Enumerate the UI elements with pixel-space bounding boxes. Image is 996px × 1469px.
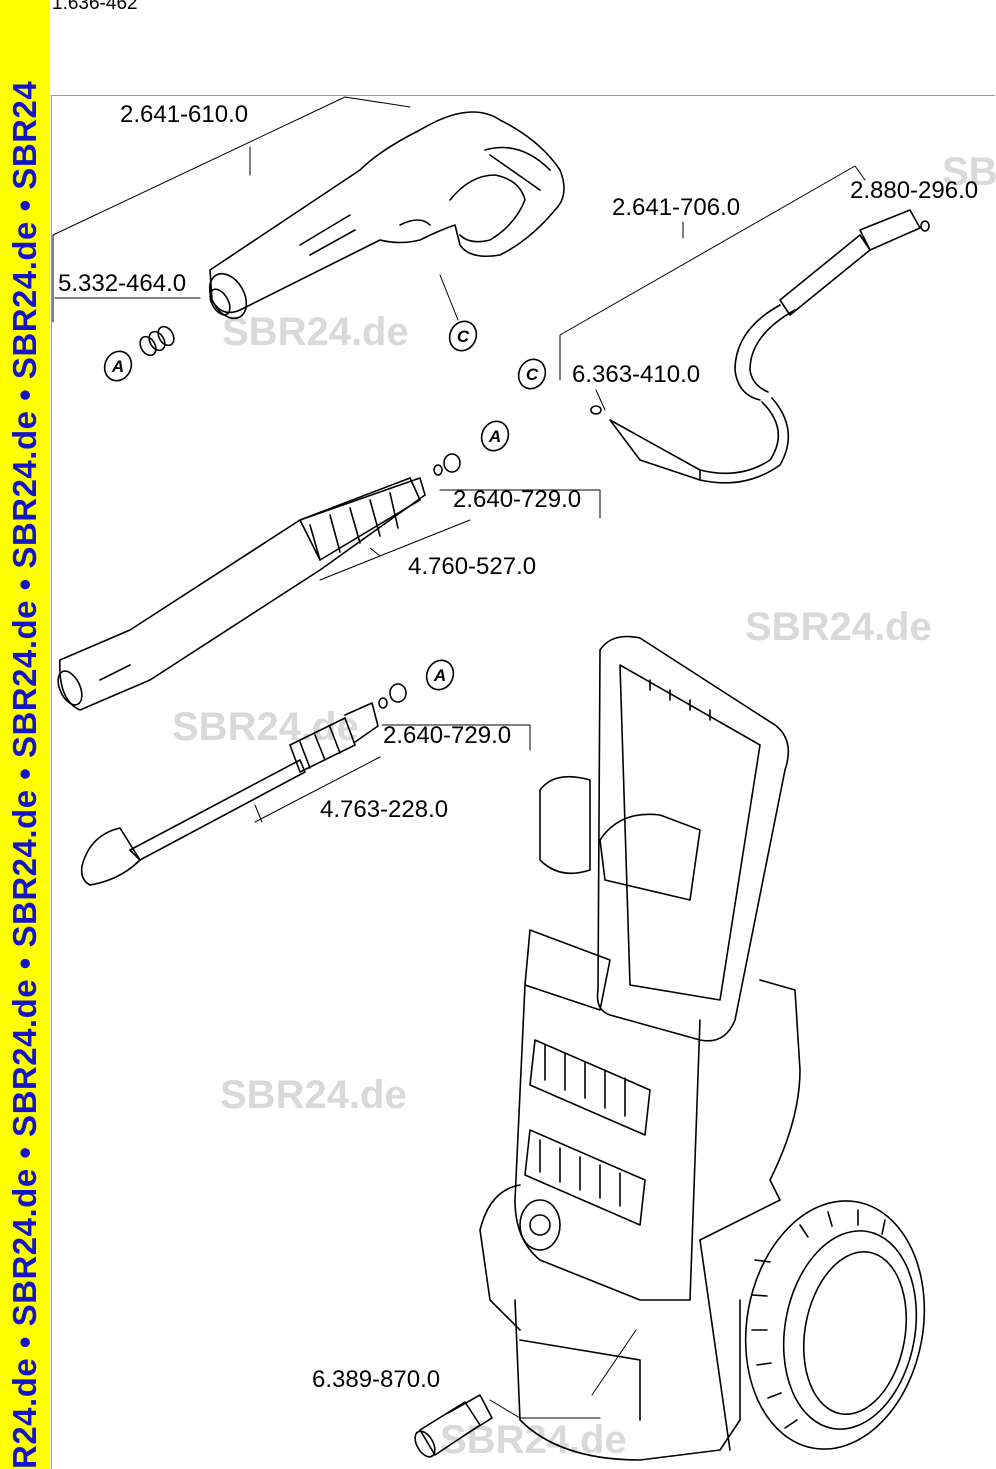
- part-number-adapter-2: 2.640-729.0: [383, 722, 512, 749]
- drawing-frame: [51, 95, 995, 1469]
- vario-power-lance: [57, 453, 461, 711]
- part-number-gun: 2.641-610.0: [120, 101, 249, 128]
- watermark: SBR24.de: [745, 605, 932, 649]
- part-number-lance-dirt: 4.763-228.0: [320, 796, 449, 823]
- part-number-lance-vario: 4.760-527.0: [408, 553, 537, 580]
- part-number-water-inlet: 6.389-870.0: [312, 1366, 441, 1393]
- leader-lines: [52, 96, 866, 1419]
- side-banner: R24.de • SBR24.de • SBR24.de • SBR24.de …: [0, 0, 50, 1469]
- watermark: SBR24.de: [222, 310, 409, 354]
- part-number-hose-oring: 2.880-296.0: [850, 177, 979, 204]
- dirt-blaster-lance: [80, 683, 407, 886]
- high-pressure-hose: [590, 209, 930, 484]
- callout-a: A: [433, 666, 446, 685]
- watermark: SBR24.de: [942, 150, 996, 194]
- part-number-gun-nut: 5.332-464.0: [58, 270, 187, 297]
- part-number-hose: 2.641-706.0: [612, 194, 741, 221]
- callout-a: A: [111, 357, 124, 376]
- pressure-washer-unit: [479, 635, 926, 1461]
- watermark: SBR24.de: [220, 1073, 407, 1117]
- water-inlet-coupling: [414, 1394, 493, 1458]
- spring-ring: [139, 325, 175, 357]
- watermark: SBR24.de: [440, 1418, 627, 1462]
- callout-c: C: [526, 365, 539, 384]
- document-id: 1.636-462: [52, 0, 138, 14]
- callout-a: A: [488, 427, 501, 446]
- part-number-hose-fitting: 6.363-410.0: [572, 361, 701, 388]
- callout-c: C: [457, 327, 470, 346]
- part-number-adapter-1: 2.640-729.0: [453, 486, 582, 513]
- trigger-gun: [208, 111, 565, 320]
